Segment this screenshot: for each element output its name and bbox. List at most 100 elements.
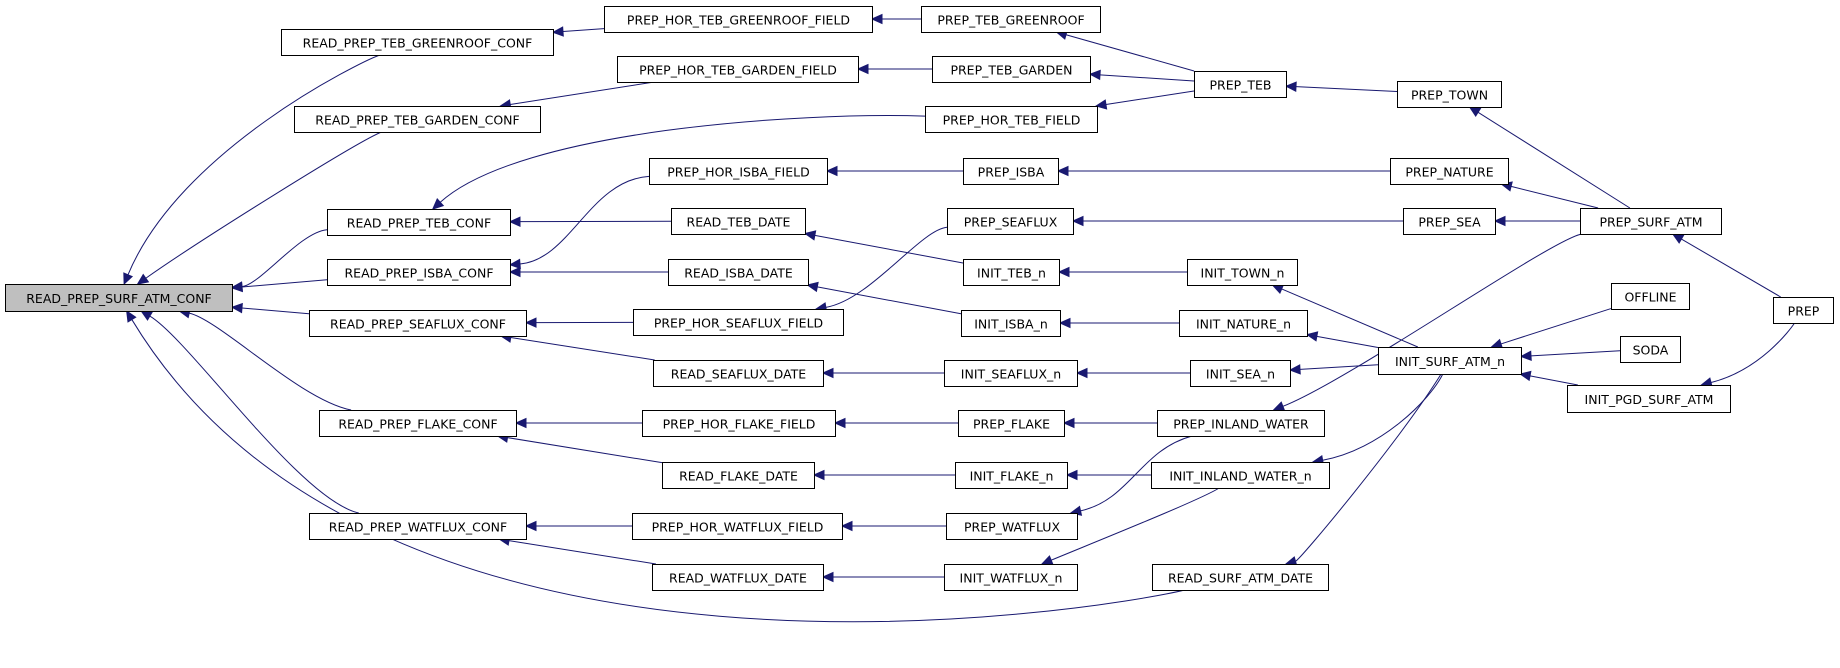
arrowhead-n03-to-n01: [136, 273, 150, 285]
node-read-watflux-date[interactable]: READ_WATFLUX_DATE: [652, 564, 824, 591]
node-prep-watflux[interactable]: PREP_WATFLUX: [946, 513, 1078, 540]
node-prep-isba[interactable]: PREP_ISBA: [963, 158, 1059, 185]
node-prep-hor-isba-field[interactable]: PREP_HOR_ISBA_FIELD: [649, 158, 828, 185]
arrowhead-n38-to-n01: [126, 309, 137, 323]
node-prep-sea[interactable]: PREP_SEA: [1403, 208, 1496, 235]
node-label: READ_SEAFLUX_DATE: [671, 367, 807, 382]
edge-n04-to-n01: [241, 229, 328, 288]
node-prep-hor-flake-field[interactable]: PREP_HOR_FLAKE_FIELD: [642, 410, 836, 437]
node-box: [327, 209, 511, 236]
node-read-prep-teb-greenroof-conf[interactable]: READ_PREP_TEB_GREENROOF_CONF: [281, 29, 554, 56]
edge-n42-to-n33: [1281, 288, 1419, 348]
node-prep-hor-seaflux-field[interactable]: PREP_HOR_SEAFLUX_FIELD: [633, 309, 844, 336]
arrowhead-n22-to-n04: [431, 198, 445, 210]
node-read-prep-teb-garden-conf[interactable]: READ_PREP_TEB_GARDEN_CONF: [294, 106, 541, 133]
node-prep-flake[interactable]: PREP_FLAKE: [958, 410, 1065, 437]
node-box: [652, 564, 824, 591]
node-prep-hor-teb-field[interactable]: PREP_HOR_TEB_FIELD: [925, 106, 1098, 133]
node-read-prep-flake-conf[interactable]: READ_PREP_FLAKE_CONF: [319, 410, 517, 437]
node-label: READ_PREP_TEB_GREENROOF_CONF: [303, 36, 533, 51]
node-box: [946, 513, 1078, 540]
node-box: [1773, 297, 1834, 324]
node-label: PREP_TEB: [1209, 78, 1271, 93]
node-prep-teb-garden[interactable]: PREP_TEB_GARDEN: [932, 56, 1091, 83]
edge-n26-to-n13: [817, 286, 962, 315]
node-init-surf-atm-n[interactable]: INIT_SURF_ATM_n: [1378, 347, 1522, 375]
edge-n39-to-n32: [1295, 86, 1398, 93]
node-init-flake-n[interactable]: INIT_FLAKE_n: [955, 462, 1068, 489]
arrowhead-n33-to-n25: [1057, 266, 1070, 278]
arrowhead-n05-to-n01: [230, 281, 243, 293]
node-prep-teb[interactable]: PREP_TEB: [1194, 71, 1287, 98]
arrowhead-n36-to-n28: [1062, 417, 1075, 429]
node-box: [1152, 564, 1329, 591]
node-read-teb-date[interactable]: READ_TEB_DATE: [671, 208, 806, 235]
node-init-teb-n[interactable]: INIT_TEB_n: [963, 259, 1060, 286]
node-box: [932, 56, 1091, 83]
node-read-surf-atm-date[interactable]: READ_SURF_ATM_DATE: [1152, 564, 1329, 591]
node-box: [944, 564, 1078, 591]
arrowhead-n45-to-n42: [1519, 350, 1532, 362]
node-box: [319, 410, 517, 437]
arrowhead-n44-to-n42: [1490, 338, 1504, 349]
arrowhead-n18-to-n08: [524, 520, 537, 532]
node-read-prep-surf-atm-conf[interactable]: READ_PREP_SURF_ATM_CONF: [5, 284, 233, 312]
node-prep-nature[interactable]: PREP_NATURE: [1390, 158, 1509, 185]
node-read-prep-isba-conf[interactable]: READ_PREP_ISBA_CONF: [327, 259, 511, 286]
node-soda[interactable]: SODA: [1620, 336, 1681, 363]
node-box: [1620, 336, 1681, 363]
node-prep-town[interactable]: PREP_TOWN: [1397, 81, 1502, 108]
node-prep-teb-greenroof[interactable]: PREP_TEB_GREENROOF: [921, 6, 1101, 33]
node-init-nature-n[interactable]: INIT_NATURE_n: [1179, 310, 1308, 337]
node-prep-hor-teb-greenroof-field[interactable]: PREP_HOR_TEB_GREENROOF_FIELD: [604, 6, 873, 33]
node-box: [1580, 208, 1722, 235]
node-label: READ_PREP_SURF_ATM_CONF: [26, 291, 212, 306]
node-read-isba-date[interactable]: READ_ISBA_DATE: [668, 259, 809, 286]
arrowhead-n30-to-n18: [840, 520, 853, 532]
edge-n17-to-n07: [507, 437, 663, 464]
node-label: READ_PREP_TEB_GARDEN_CONF: [315, 113, 519, 128]
node-init-town-n[interactable]: INIT_TOWN_n: [1187, 259, 1298, 286]
node-read-flake-date[interactable]: READ_FLAKE_DATE: [662, 462, 815, 489]
node-box: [604, 6, 873, 33]
node-prep-hor-teb-garden-field[interactable]: PREP_HOR_TEB_GARDEN_FIELD: [617, 56, 859, 83]
node-init-watflux-n[interactable]: INIT_WATFLUX_n: [944, 564, 1078, 591]
node-read-prep-seaflux-conf[interactable]: READ_PREP_SEAFLUX_CONF: [309, 310, 527, 337]
arrowhead-n42-to-n33: [1271, 284, 1285, 294]
node-init-isba-n[interactable]: INIT_ISBA_n: [961, 310, 1061, 337]
node-label: READ_FLAKE_DATE: [679, 469, 798, 484]
node-box: [1190, 360, 1291, 387]
arrowhead-n43-to-n41: [1493, 215, 1506, 227]
node-read-prep-teb-conf[interactable]: READ_PREP_TEB_CONF: [327, 209, 511, 236]
arrowhead-n46-to-n42: [1519, 370, 1532, 382]
node-offline[interactable]: OFFLINE: [1611, 283, 1690, 310]
node-prep-surf-atm[interactable]: PREP_SURF_ATM: [1580, 208, 1722, 235]
edge-n32-to-n21: [1099, 74, 1195, 82]
node-box: [633, 309, 844, 336]
node-init-inland-water-n[interactable]: INIT_INLAND_WATER_n: [1151, 462, 1330, 489]
node-label: PREP: [1788, 304, 1820, 319]
node-prep[interactable]: PREP: [1773, 297, 1834, 324]
node-init-pgd-surf-atm[interactable]: INIT_PGD_SURF_ATM: [1567, 385, 1731, 413]
node-read-seaflux-date[interactable]: READ_SEAFLUX_DATE: [653, 360, 824, 387]
node-init-sea-n[interactable]: INIT_SEA_n: [1190, 360, 1291, 387]
node-read-prep-watflux-conf[interactable]: READ_PREP_WATFLUX_CONF: [309, 513, 527, 540]
node-box: [281, 29, 554, 56]
node-prep-hor-watflux-field[interactable]: PREP_HOR_WATFLUX_FIELD: [632, 513, 843, 540]
node-box: [309, 310, 527, 337]
node-prep-seaflux[interactable]: PREP_SEAFLUX: [947, 208, 1074, 235]
node-label: READ_PREP_WATFLUX_CONF: [329, 520, 507, 535]
edge-n22-to-n04: [439, 115, 926, 203]
node-box: [1567, 385, 1731, 413]
node-label: PREP_HOR_TEB_GREENROOF_FIELD: [627, 13, 850, 28]
node-init-seaflux-n[interactable]: INIT_SEAFLUX_n: [944, 360, 1078, 387]
arrowhead-n42-to-n34: [1305, 331, 1319, 342]
arrowhead-n35-to-n27: [1075, 367, 1088, 379]
node-box: [1187, 259, 1298, 286]
arrowhead-n23-to-n11: [825, 165, 838, 177]
node-box: [958, 410, 1065, 437]
arrowhead-n47-to-n43: [1671, 233, 1685, 244]
node-box: [963, 158, 1059, 185]
node-prep-inland-water[interactable]: PREP_INLAND_WATER: [1157, 410, 1325, 437]
